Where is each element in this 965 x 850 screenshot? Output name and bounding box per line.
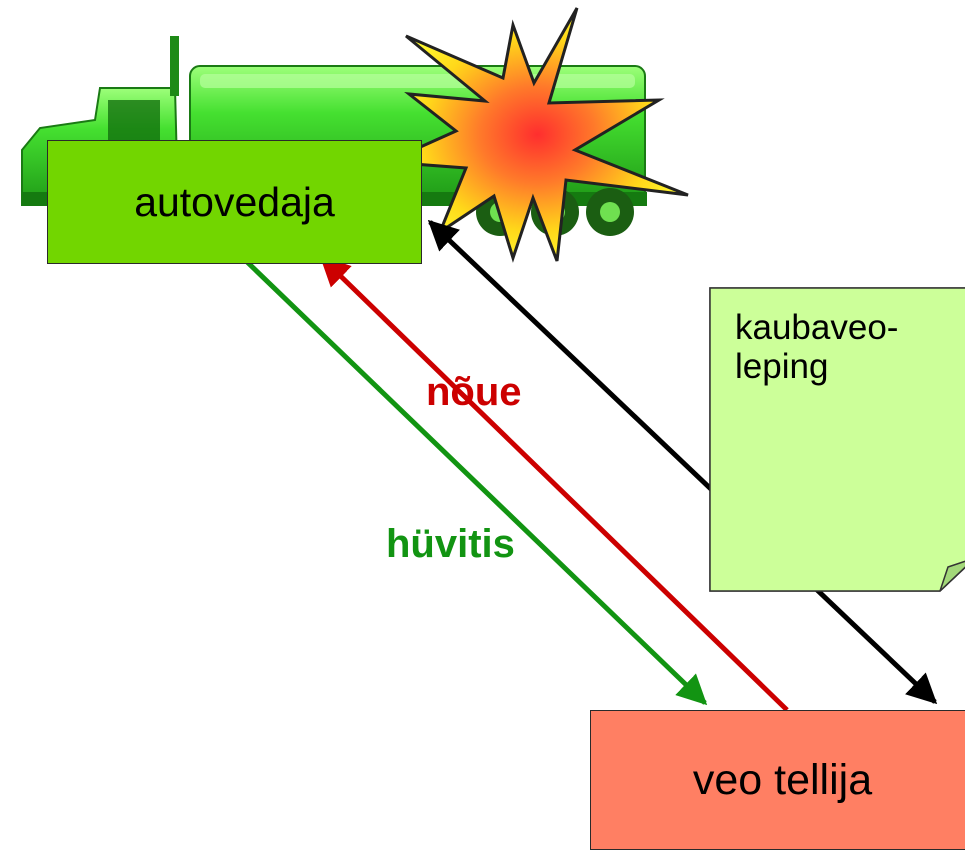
compensation-label: hüvitis	[386, 522, 515, 566]
client-node: veo tellija	[590, 710, 965, 850]
client-label: veo tellija	[692, 755, 873, 804]
contract-note-label: kaubaveo- leping	[735, 308, 899, 387]
contract-link-arrow	[427, 219, 938, 705]
carrier-node: autovedaja	[47, 140, 422, 264]
compensation-arrow	[241, 256, 708, 706]
claim-arrow	[319, 255, 789, 712]
claim-label: nõue	[426, 370, 522, 414]
carrier-label: autovedaja	[134, 178, 335, 225]
